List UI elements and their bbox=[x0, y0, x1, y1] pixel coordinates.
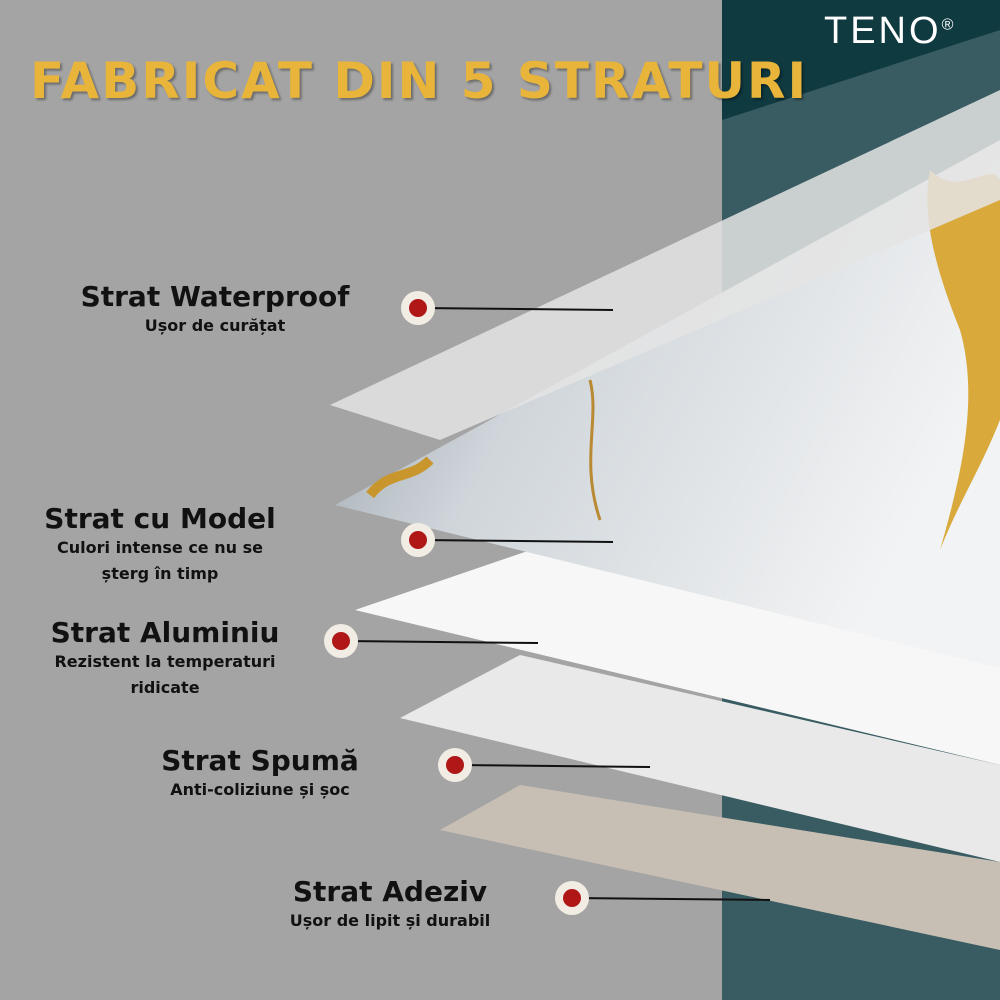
marker-lines bbox=[340, 307, 771, 901]
foam-layer bbox=[400, 655, 1000, 862]
page-title: FABRICAT DIN 5 STRATURI bbox=[30, 52, 809, 110]
pattern-layer bbox=[335, 140, 1000, 668]
adhesive-layer bbox=[440, 785, 1000, 950]
markers bbox=[324, 291, 589, 915]
gold-vein bbox=[927, 170, 1000, 550]
waterproof-layer bbox=[330, 90, 1000, 440]
brand-logo: TENO® bbox=[824, 10, 957, 52]
